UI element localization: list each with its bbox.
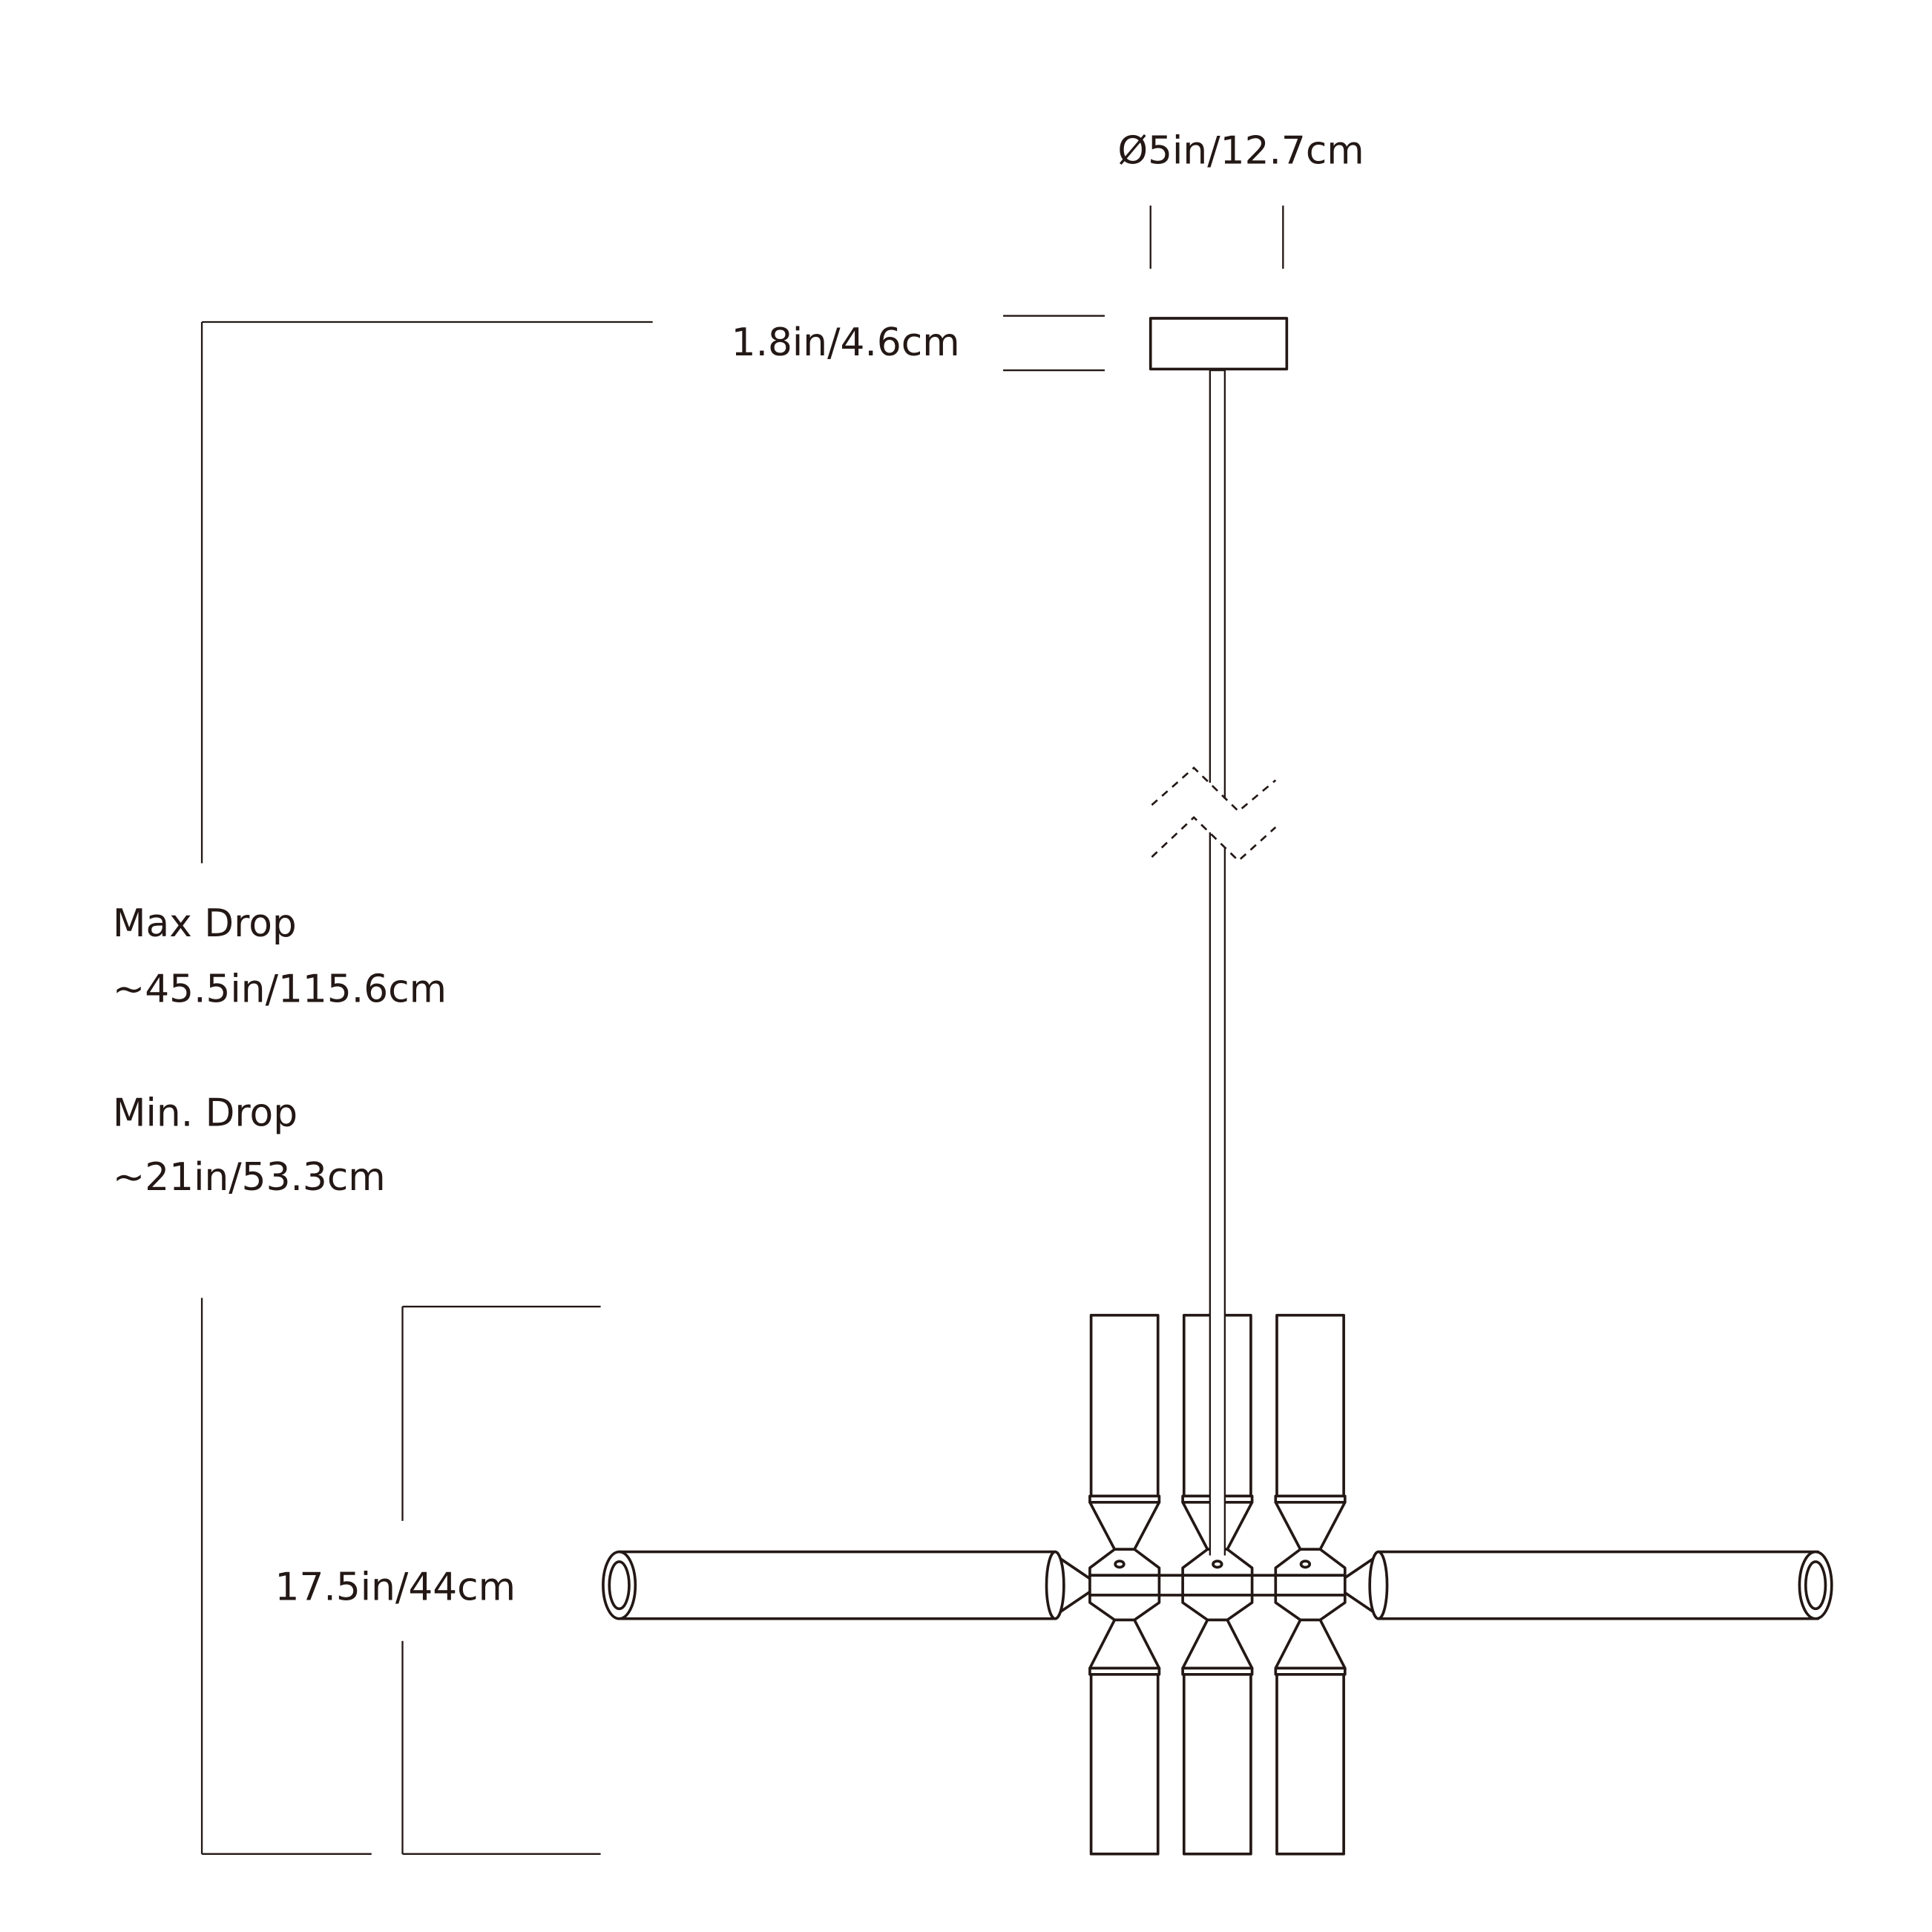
max-drop-label: Max Drop bbox=[113, 901, 297, 946]
column-part bbox=[1088, 1618, 1161, 1670]
canopy-diameter-label: Ø5in/12.7cm bbox=[1117, 128, 1364, 173]
fixture-height-label: 17.5in/44cm bbox=[275, 1565, 516, 1610]
column-part bbox=[1089, 1672, 1160, 1856]
fixture bbox=[602, 1312, 1833, 1856]
column-part bbox=[1274, 1594, 1347, 1622]
column-part bbox=[1275, 1313, 1345, 1498]
right-tube bbox=[1339, 1550, 1833, 1620]
min-drop-value: ~21in/53.3cm bbox=[113, 1155, 386, 1200]
column-part bbox=[1181, 1574, 1254, 1597]
light-column bbox=[1088, 1313, 1161, 1856]
canopy-height-label: 1.8in/4.6cm bbox=[732, 321, 960, 365]
column-part bbox=[1088, 1574, 1161, 1597]
column-part bbox=[1299, 1560, 1312, 1569]
column-part bbox=[1088, 1500, 1161, 1551]
max-drop-value: ~45.5in/115.6cm bbox=[113, 967, 447, 1011]
column-part bbox=[1212, 1560, 1223, 1569]
min-drop-label: Min. Drop bbox=[113, 1091, 298, 1135]
column-part bbox=[1274, 1500, 1347, 1551]
column-part bbox=[1274, 1574, 1347, 1597]
column-part bbox=[1182, 1672, 1252, 1856]
break-symbol bbox=[1151, 766, 1277, 862]
column-part bbox=[1089, 1313, 1160, 1498]
column-part bbox=[1088, 1594, 1161, 1622]
canopy bbox=[1149, 317, 1289, 371]
column-part bbox=[1275, 1672, 1345, 1856]
left-tube bbox=[602, 1550, 1094, 1620]
column-part bbox=[1181, 1618, 1254, 1670]
light-column bbox=[1274, 1313, 1347, 1856]
column-part bbox=[1114, 1560, 1126, 1569]
column-part bbox=[1274, 1618, 1347, 1670]
fixture-height-bracket bbox=[401, 1305, 601, 1856]
drop-bracket bbox=[200, 321, 653, 1856]
column-part bbox=[1181, 1594, 1254, 1622]
